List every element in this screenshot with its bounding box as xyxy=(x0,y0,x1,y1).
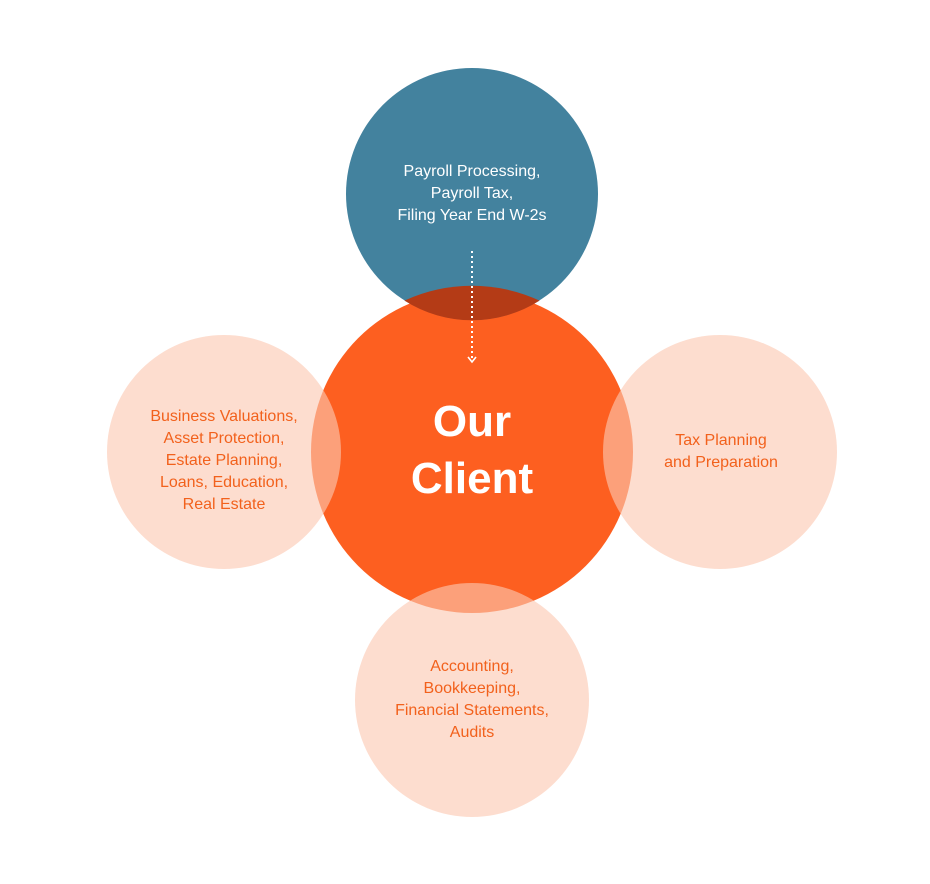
valuation-line-5: Real Estate xyxy=(182,496,266,513)
valuation-line-1: Business Valuations, xyxy=(150,408,298,425)
accounting-line-2: Bookkeeping, xyxy=(423,680,521,697)
accounting-line-3: Financial Statements, xyxy=(395,702,549,719)
valuation-line-3: Estate Planning, xyxy=(165,452,283,469)
accounting-label: Accounting, Bookkeeping, Financial State… xyxy=(372,656,572,744)
client-line-1: Our xyxy=(432,397,512,446)
valuation-circle xyxy=(107,335,341,569)
valuation-line-2: Asset Protection, xyxy=(163,430,285,447)
payroll-line-1: Payroll Processing, xyxy=(403,163,541,180)
accounting-line-1: Accounting, xyxy=(430,658,514,675)
accounting-line-4: Audits xyxy=(449,724,495,741)
tax-line-1: Tax Planning xyxy=(675,432,767,449)
tax-label: Tax Planning and Preparation xyxy=(621,430,821,474)
payroll-line-3: Filing Year End W-2s xyxy=(397,207,547,224)
payroll-circle xyxy=(346,68,598,320)
tax-circle xyxy=(603,335,837,569)
tax-line-2: and Preparation xyxy=(664,454,778,471)
client-line-2: Client xyxy=(410,454,534,503)
client-label: Our Client xyxy=(372,393,572,507)
payroll-line-2: Payroll Tax, xyxy=(430,185,514,202)
arrow-head-icon xyxy=(467,356,477,364)
center-client-circle xyxy=(311,291,633,613)
valuation-line-4: Loans, Education, xyxy=(159,474,289,491)
payroll-label: Payroll Processing, Payroll Tax, Filing … xyxy=(372,161,572,227)
valuation-label: Business Valuations, Asset Protection, E… xyxy=(124,406,324,516)
accounting-circle xyxy=(355,583,589,817)
